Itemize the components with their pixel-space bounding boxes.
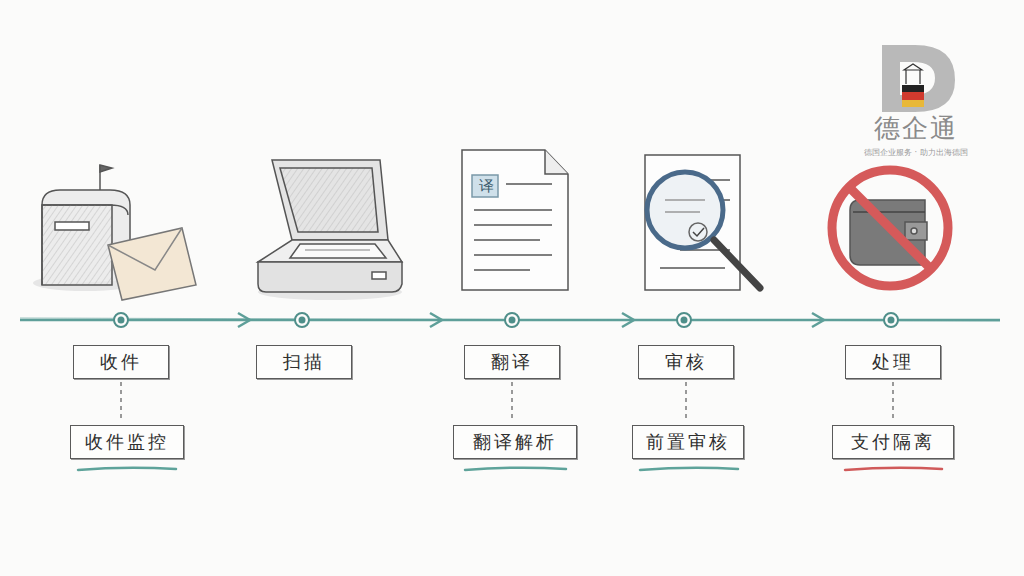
detail-box: 翻译解析 xyxy=(453,425,577,459)
box-label: 扫描 xyxy=(283,350,325,374)
box-label: 处理 xyxy=(872,350,914,374)
detail-box: 收件监控 xyxy=(70,425,184,459)
logo-tagline: 德国企业服务 · 助力出海德国 xyxy=(864,149,968,158)
mailbox-icon xyxy=(33,165,196,300)
box-label: 前置审核 xyxy=(646,430,730,454)
box-label: 翻译解析 xyxy=(473,430,557,454)
blocked-wallet-icon xyxy=(832,170,948,286)
box-label: 支付隔离 xyxy=(851,430,935,454)
detail-box: 前置审核 xyxy=(632,425,744,459)
dashed-connector xyxy=(893,382,894,422)
box-label: 翻译 xyxy=(491,350,533,374)
box-label: 审核 xyxy=(665,350,707,374)
box-label: 收件 xyxy=(100,350,142,374)
step-box: 扫描 xyxy=(256,345,352,379)
detail-box: 支付隔离 xyxy=(832,425,954,459)
review-icon xyxy=(645,155,760,290)
box-label: 收件监控 xyxy=(85,430,169,454)
dashed-connector xyxy=(686,382,687,422)
step-box: 收件 xyxy=(73,345,169,379)
icon-glyph: 译 xyxy=(479,178,494,195)
step-box: 处理 xyxy=(845,345,941,379)
document-icon xyxy=(462,150,568,290)
dashed-connector xyxy=(512,382,513,422)
scanner-icon xyxy=(258,160,402,300)
timeline xyxy=(20,313,1000,327)
step-box: 翻译 xyxy=(464,345,560,379)
logo-mark xyxy=(882,45,955,112)
step-box: 审核 xyxy=(638,345,734,379)
logo-text: 德企通 xyxy=(874,114,958,143)
timeline-dots xyxy=(114,313,898,327)
dashed-connector xyxy=(121,382,122,422)
underlines xyxy=(78,468,942,470)
